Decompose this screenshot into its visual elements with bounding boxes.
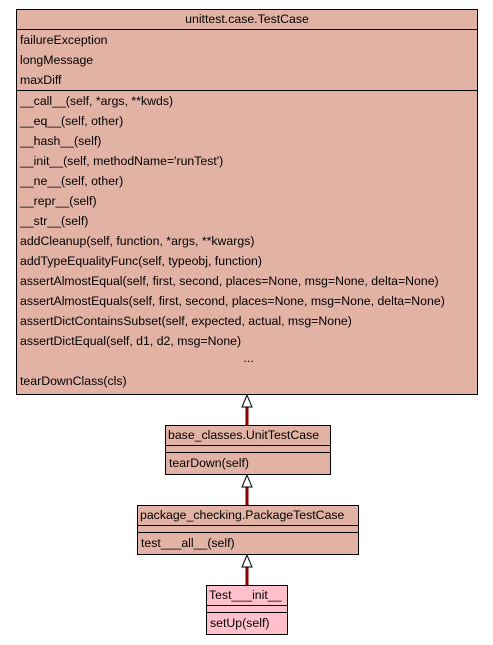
class-box-test-init: Test___init__ setUp(self) [206,585,288,635]
method-item: __eq__(self, other) [20,114,124,128]
attributes-section [207,606,287,613]
method-item: __call__(self, *args, **kwds) [20,94,174,108]
method-item: addTypeEqualityFunc(self, typeobj, funct… [20,254,262,268]
class-box-unittestcase: base_classes.UnitTestCase tearDown(self) [165,425,331,475]
methods-section: __call__(self, *args, **kwds) __eq__(sel… [17,91,477,391]
class-name-test-init: Test___init__ [207,586,287,606]
method-item: test___all__(self) [141,536,235,550]
method-item: assertDictEqual(self, d1, d2, msg=None) [20,334,242,348]
class-name-packagetestcase: package_checking.PackageTestCase [138,506,358,526]
class-box-packagetestcase: package_checking.PackageTestCase test___… [137,505,359,555]
methods-ellipsis: ... [243,351,254,365]
class-box-testcase: unittest.case.TestCase failureException … [16,9,478,395]
arrowhead-testcase [241,393,253,408]
methods-section: tearDown(self) [166,453,330,473]
method-item: __str__(self) [20,214,89,228]
methods-section: setUp(self) [207,613,287,633]
method-item: tearDown(self) [169,456,249,470]
method-item: __ne__(self, other) [20,174,124,188]
arrowhead-unit [241,473,253,488]
class-name-unittestcase: base_classes.UnitTestCase [166,426,330,446]
method-item: assertAlmostEqual(self, first, second, p… [20,274,439,288]
attributes-section [166,446,330,453]
method-item: __init__(self, methodName='runTest') [20,154,224,168]
methods-section: test___all__(self) [138,533,358,553]
method-item: assertDictContainsSubset(self, expected,… [20,314,352,328]
arrowhead-package [241,553,253,568]
method-item: tearDownClass(cls) [20,374,127,388]
attributes-section: failureException longMessage maxDiff [17,30,477,91]
attribute-item: longMessage [20,53,94,67]
method-item: __hash__(self) [20,134,102,148]
method-item: assertAlmostEquals(self, first, second, … [20,294,445,308]
attribute-item: failureException [20,33,108,47]
attributes-section [138,526,358,533]
method-item: addCleanup(self, function, *args, **kwar… [20,234,255,248]
method-item: setUp(self) [210,616,270,630]
class-name-testcase: unittest.case.TestCase [17,10,477,30]
method-item: __repr__(self) [20,194,97,208]
attribute-item: maxDiff [20,73,62,87]
